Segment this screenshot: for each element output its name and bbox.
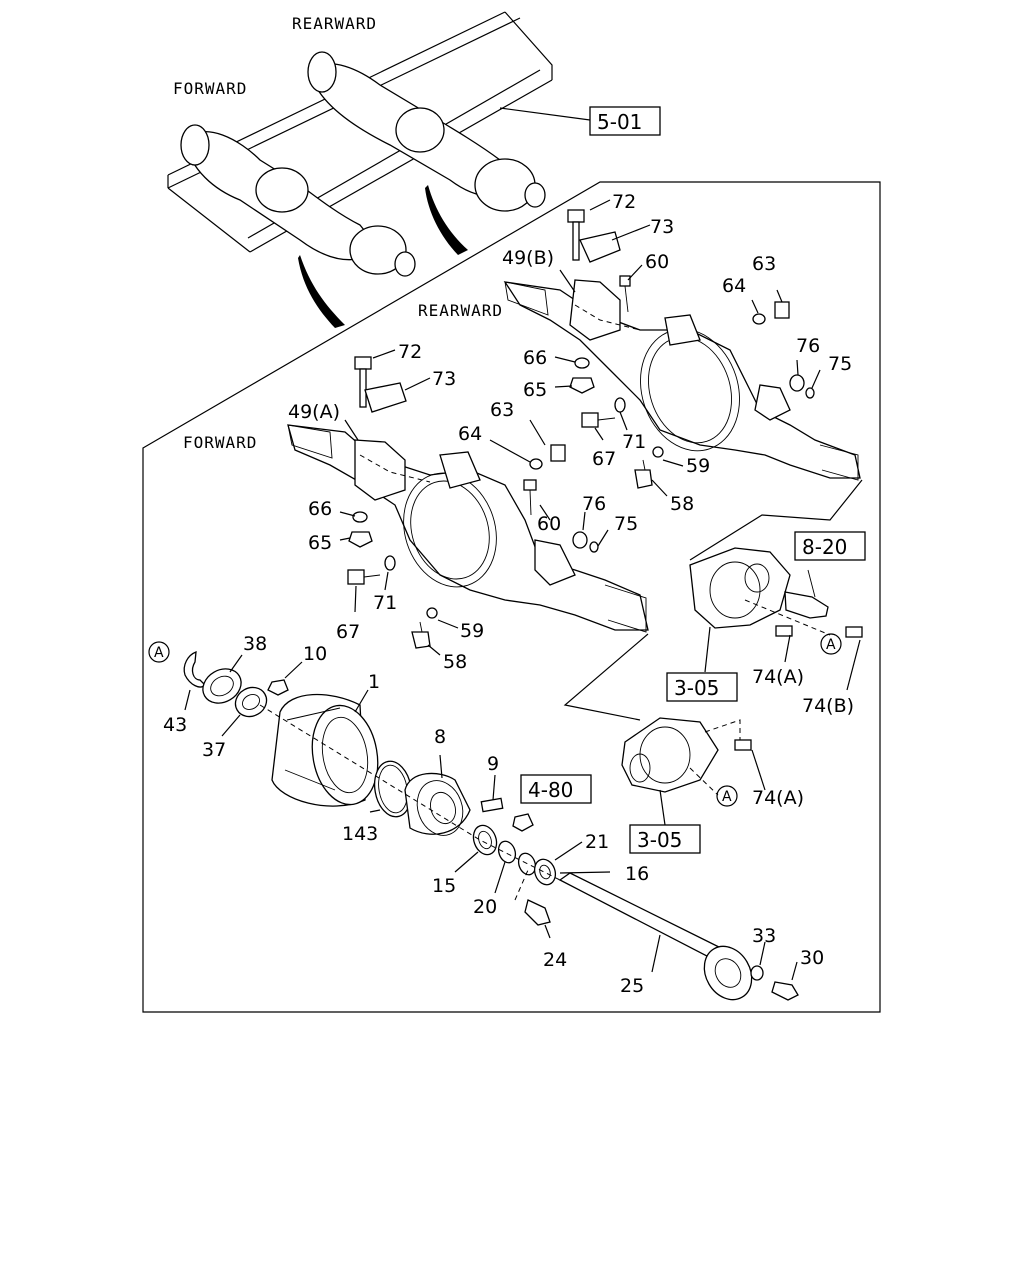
- part-label-64-front: 64: [458, 423, 482, 445]
- part-label-73-rear: 73: [650, 216, 674, 238]
- differential-carrier-lower: [621, 717, 752, 796]
- part-label-43: 43: [163, 714, 187, 736]
- rearward-axle-housing: [503, 279, 861, 481]
- part-label-20: 20: [473, 896, 497, 918]
- part-label-76-front: 76: [582, 493, 606, 515]
- part-label-59-rear: 59: [686, 455, 710, 477]
- part-label-71-front: 71: [373, 592, 397, 614]
- part-label-58-front: 58: [443, 651, 467, 673]
- part-label-16: 16: [625, 863, 649, 885]
- part-label-10: 10: [303, 643, 327, 665]
- circle-mark-a-carrier-lower-label: A: [722, 789, 732, 805]
- part-label-24: 24: [543, 949, 567, 971]
- differential-carrier-upper: [689, 547, 863, 638]
- reference-box-3-05-upper: [666, 672, 738, 702]
- direction-label-forward-top: FORWARD: [173, 79, 247, 98]
- part-label-21: 21: [585, 831, 609, 853]
- part-label-64-rear: 64: [722, 275, 746, 297]
- part-label-9: 9: [487, 753, 499, 775]
- part-label-65-rear: 65: [523, 379, 547, 401]
- part-label-63-rear: 63: [752, 253, 776, 275]
- part-label-72-front: 72: [398, 341, 422, 363]
- part-label-74a-upper: 74(A): [752, 666, 804, 688]
- reference-label-3-05-lower: 3-05: [637, 828, 682, 852]
- part-label-67-front: 67: [336, 621, 360, 643]
- part-label-75-front: 75: [614, 513, 638, 535]
- part-label-25: 25: [620, 975, 644, 997]
- reference-label-3-05-upper: 3-05: [674, 676, 719, 700]
- part-label-72-rear: 72: [612, 191, 636, 213]
- part-label-58-rear: 58: [670, 493, 694, 515]
- part-label-67-rear: 67: [592, 448, 616, 470]
- circle-mark-a-carrier-upper: [820, 633, 842, 655]
- part-label-1: 1: [368, 671, 380, 693]
- reference-box-3-05-lower: [629, 824, 701, 854]
- reference-label-4-80: 4-80: [528, 778, 573, 802]
- forward-axle-housing: [287, 424, 649, 633]
- part-label-65-front: 65: [308, 532, 332, 554]
- detail-border: [142, 181, 881, 1013]
- part-label-73-front: 73: [432, 368, 456, 390]
- circle-mark-a-carrier-lower: [716, 785, 738, 807]
- reference-box-8-20: [794, 531, 866, 561]
- circle-mark-a-left-label: A: [154, 645, 164, 661]
- part-label-49a: 49(A): [288, 401, 340, 423]
- part-label-38: 38: [243, 633, 267, 655]
- direction-label-rearward-top: REARWARD: [292, 14, 377, 33]
- part-label-63-front: 63: [490, 399, 514, 421]
- part-label-75-rear: 75: [828, 353, 852, 375]
- direction-label-forward-axle: FORWARD: [183, 433, 257, 452]
- part-label-74b: 74(B): [802, 695, 854, 717]
- part-label-33: 33: [752, 925, 776, 947]
- reference-label-8-20: 8-20: [802, 535, 847, 559]
- circle-mark-a-carrier-upper-label: A: [826, 637, 836, 653]
- part-label-37: 37: [202, 739, 226, 761]
- part-label-30: 30: [800, 947, 824, 969]
- tandem-axle-overview: [167, 11, 591, 328]
- part-label-66-front: 66: [308, 498, 332, 520]
- reference-label-5-01: 5-01: [597, 110, 642, 134]
- part-label-60-rear: 60: [645, 251, 669, 273]
- hub-drum-assembly: [183, 651, 799, 1001]
- part-label-60-front: 60: [537, 513, 561, 535]
- part-label-74a-lower: 74(A): [752, 787, 804, 809]
- part-label-143: 143: [342, 823, 378, 845]
- part-label-49b: 49(B): [502, 247, 554, 269]
- part-label-8: 8: [434, 726, 446, 748]
- reference-box-5-01: [589, 106, 661, 136]
- part-label-71-rear: 71: [622, 431, 646, 453]
- circle-mark-a-left: [148, 641, 170, 663]
- reference-box-4-80: [520, 774, 592, 804]
- direction-label-rearward-axle: REARWARD: [418, 301, 503, 320]
- part-label-76-rear: 76: [796, 335, 820, 357]
- part-label-66-rear: 66: [523, 347, 547, 369]
- part-label-59-front: 59: [460, 620, 484, 642]
- part-label-15: 15: [432, 875, 456, 897]
